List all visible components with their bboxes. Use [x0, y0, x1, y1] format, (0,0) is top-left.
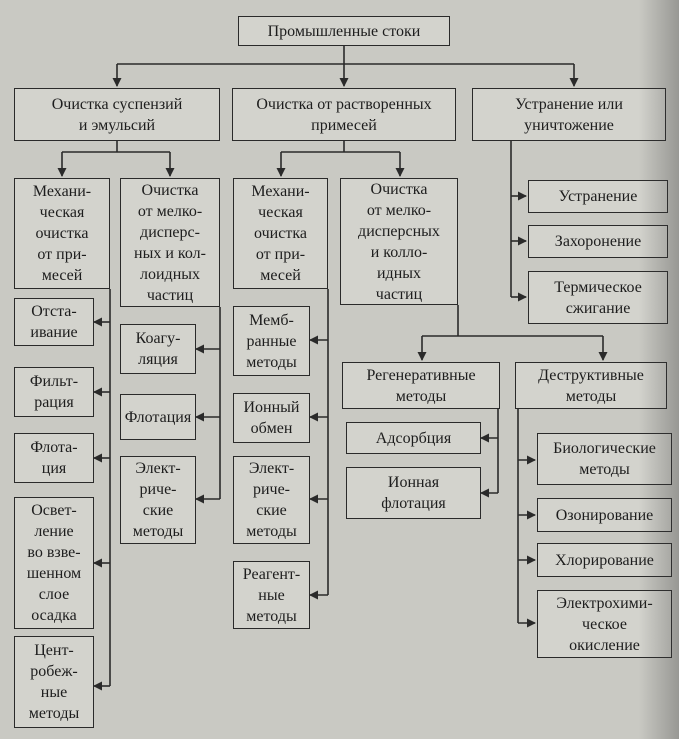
node-destructive: Деструктивные методы: [515, 362, 667, 409]
method-centrifugal: Цент- робеж- ные методы: [14, 636, 94, 728]
method-reagent: Реагент- ные методы: [233, 561, 310, 629]
method-settling: Отста- ивание: [14, 298, 94, 346]
method-flotation-susp: Флота- ция: [14, 433, 94, 483]
node-elimination: Устранение или уничтожение: [472, 88, 666, 141]
method-flotation-fine: Флотация: [120, 394, 196, 440]
node-susp-fine: Очистка от мелко- дисперс- ных и кол- ло…: [120, 178, 220, 307]
method-filtration: Фильт- рация: [14, 367, 94, 417]
method-ion-flotation: Ионная флотация: [346, 467, 481, 519]
method-removal: Устранение: [528, 180, 668, 213]
method-clarification: Освет- ление во взве- шенном слое осадка: [14, 497, 94, 629]
method-chlorination: Хлорирование: [537, 543, 672, 577]
method-ion-exchange: Ионный обмен: [233, 393, 310, 443]
node-diss-mechanical: Механи- ческая очистка от при- месей: [233, 178, 328, 289]
method-biological: Биологические методы: [537, 433, 672, 485]
method-electrochemical: Электрохими- ческое окисление: [537, 590, 672, 658]
node-regenerative: Регенеративные методы: [342, 362, 500, 409]
method-ozonation: Озонирование: [537, 498, 672, 532]
method-electric-susp: Элект- риче- ские методы: [120, 456, 196, 544]
node-suspensions: Очистка суспензий и эмульсий: [14, 88, 220, 141]
method-incineration: Термическое сжигание: [528, 271, 668, 324]
method-membrane: Мемб- ранные методы: [233, 306, 310, 376]
node-diss-fine: Очистка от мелко- дисперсных и колло- ид…: [340, 178, 458, 305]
method-burial: Захоронение: [528, 225, 668, 258]
node-susp-mechanical: Механи- ческая очистка от при- месей: [14, 178, 110, 289]
method-electric-diss: Элект- риче- ские методы: [233, 456, 310, 544]
method-coagulation: Коагу- ляция: [120, 324, 196, 374]
node-dissolved: Очистка от растворенных примесей: [232, 88, 456, 141]
method-adsorption: Адсорбция: [346, 422, 481, 454]
root-node: Промышленные стоки: [238, 16, 450, 46]
